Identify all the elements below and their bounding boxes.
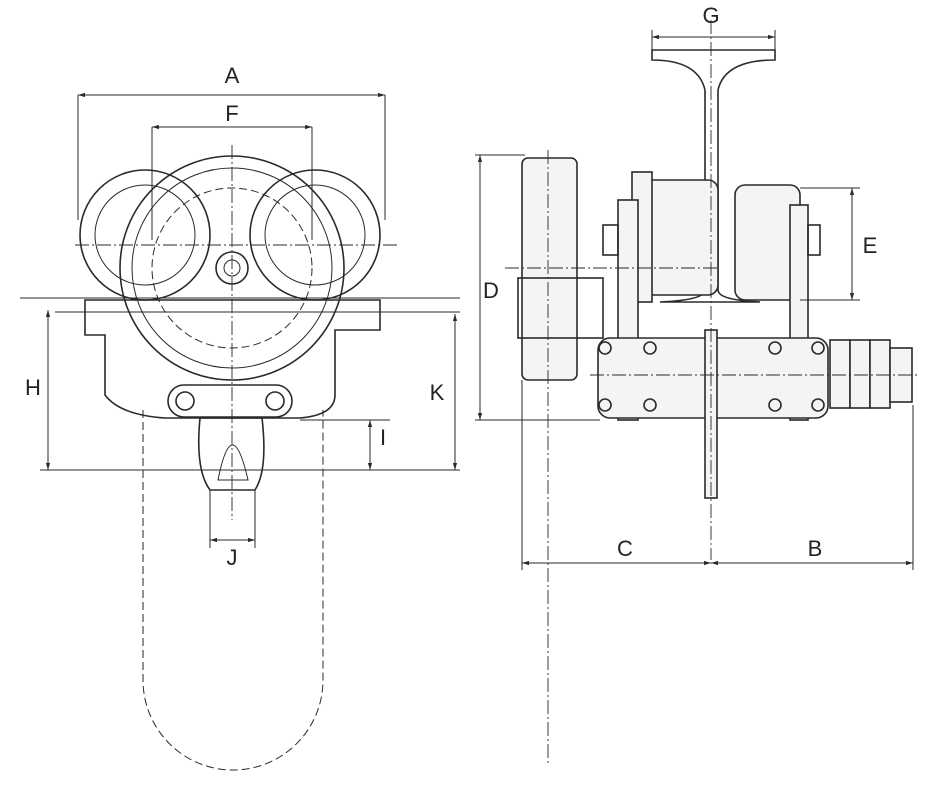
dim-label-a: A	[225, 63, 240, 88]
dim-label-c: C	[617, 536, 633, 561]
bolt	[768, 398, 782, 412]
dim-label-b: B	[808, 536, 823, 561]
bolt	[598, 341, 612, 355]
side-view	[505, 20, 920, 765]
dim-label-k: K	[430, 380, 445, 405]
side-dimensions: G D E C B	[475, 3, 914, 570]
spacer-collars	[829, 339, 913, 409]
bolt	[265, 391, 285, 411]
bolt	[768, 341, 782, 355]
dim-label-h: H	[25, 375, 41, 400]
dim-label-j: J	[227, 545, 238, 570]
left-wheel	[79, 169, 211, 301]
front-view	[20, 145, 460, 771]
dim-label-i: I	[380, 425, 386, 450]
front-dimensions: A F H K I J	[25, 63, 460, 570]
dim-label-d: D	[483, 278, 499, 303]
bolt	[598, 398, 612, 412]
bolt	[643, 398, 657, 412]
bolt	[643, 341, 657, 355]
dim-label-f: F	[225, 101, 238, 126]
bolt	[811, 341, 825, 355]
dim-label-e: E	[863, 233, 878, 258]
hoist-outline	[142, 410, 324, 771]
hand-wheel-side	[521, 157, 578, 381]
trolley-body	[84, 299, 381, 419]
bolt	[175, 391, 195, 411]
i-beam	[651, 49, 776, 303]
dim-label-g: G	[702, 3, 719, 28]
bolt	[811, 398, 825, 412]
right-wheel	[249, 169, 381, 301]
suspension-plate	[197, 417, 265, 491]
